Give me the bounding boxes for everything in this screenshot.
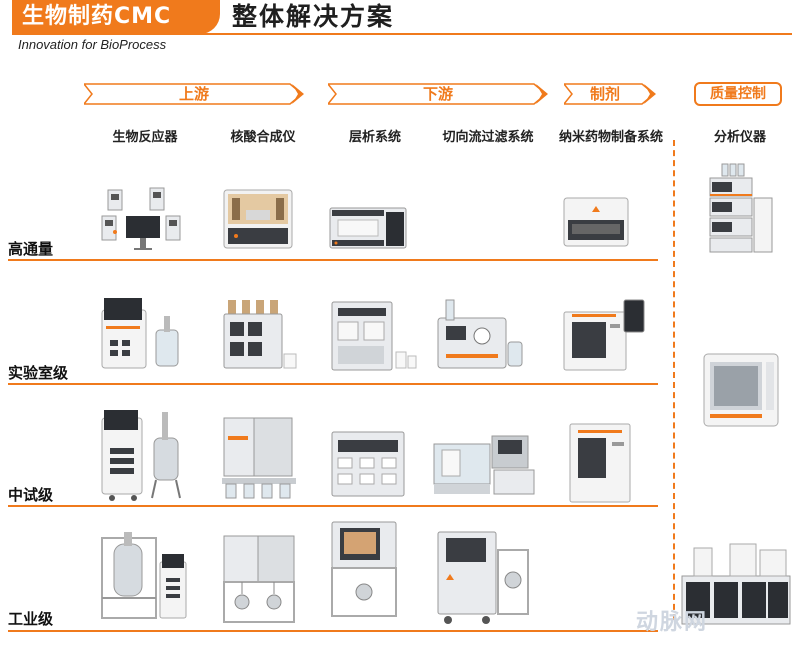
column-header-chromatography: 层析系统 — [348, 130, 401, 145]
watermark: 动脉网 — [636, 610, 709, 635]
analytical-instrument-hplc-image — [704, 162, 774, 254]
stage-quality-label: 质量控制 — [694, 82, 782, 106]
tff-system-lab-image — [436, 296, 532, 372]
bioreactor-pilot-image — [100, 408, 192, 502]
column-header-tff: 切向流过滤系统 — [442, 130, 534, 145]
stage-upstream-banner: 上游 — [84, 83, 304, 105]
row-divider — [8, 383, 658, 385]
stage-formulation-banner: 制剂 — [564, 83, 656, 105]
chromatography-pilot-image — [330, 430, 406, 500]
chromatography-high-throughput-image — [328, 204, 408, 252]
analytical-instrument-industrial-image — [680, 542, 792, 628]
nano-drug-system-pilot-image — [568, 422, 632, 504]
chromatography-industrial-image — [330, 520, 400, 618]
row-label-industrial: 工业级 — [8, 610, 54, 628]
nano-drug-system-high-throughput-image — [560, 196, 632, 248]
row-divider — [8, 259, 658, 261]
bioreactor-lab-image — [100, 296, 184, 372]
nucleic-acid-synthesizer-lab-image — [222, 298, 298, 372]
stage-formulation-label: 制剂 — [589, 85, 620, 103]
row-label-lab-scale: 实验室级 — [8, 364, 69, 382]
quality-column-divider — [673, 140, 675, 620]
row-label-high-throughput: 高通量 — [8, 240, 54, 258]
bioreactor-high-throughput-image — [100, 186, 192, 254]
column-header-nucleic-acid-synthesizer: 核酸合成仪 — [230, 130, 296, 145]
column-header-bioreactor: 生物反应器 — [112, 130, 178, 145]
nucleic-acid-synthesizer-high-throughput-image — [222, 188, 294, 250]
chevron-banner-icon — [328, 83, 548, 105]
column-header-nano-drug: 纳米药物制备系统 — [558, 130, 663, 145]
row-divider — [8, 505, 658, 507]
chevron-banner-icon — [84, 83, 304, 105]
analytical-instrument-cabinet-image — [702, 352, 780, 428]
row-label-pilot-scale: 中试级 — [8, 486, 54, 504]
column-header-analytical: 分析仪器 — [713, 130, 766, 145]
chevron-banner-icon — [564, 83, 656, 105]
tff-system-industrial-image — [436, 530, 532, 628]
row-divider — [8, 630, 658, 632]
title-divider — [12, 33, 792, 35]
chromatography-lab-image — [330, 300, 418, 372]
page-title: 整体解决方案 — [232, 2, 395, 31]
nucleic-acid-synthesizer-industrial-image — [222, 532, 298, 624]
page-subtitle: Innovation for BioProcess — [18, 37, 167, 52]
bioreactor-industrial-image — [96, 528, 192, 626]
nano-drug-system-lab-image — [562, 298, 646, 372]
title-badge: 生物制药CMC — [12, 0, 220, 34]
tff-system-pilot-image — [432, 430, 540, 498]
nucleic-acid-synthesizer-pilot-image — [222, 416, 298, 502]
stage-downstream-label: 下游 — [422, 85, 453, 103]
stage-upstream-label: 上游 — [178, 85, 209, 103]
stage-downstream-banner: 下游 — [328, 83, 548, 105]
